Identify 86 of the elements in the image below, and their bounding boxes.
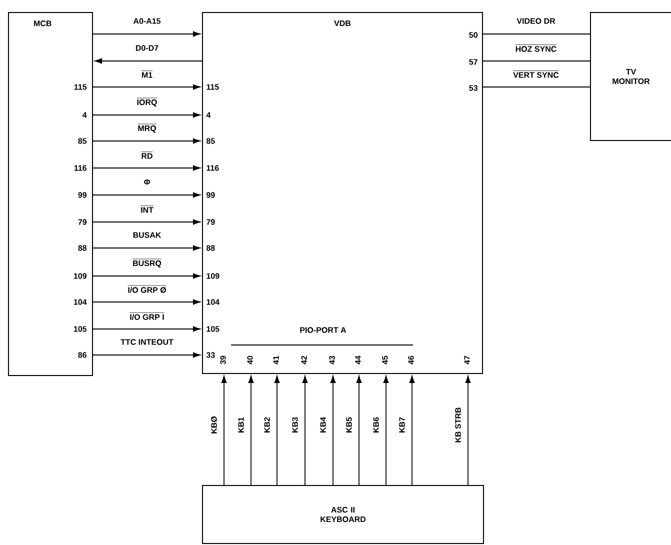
signal-line [221,376,227,486]
keyboard-box: ASC II KEYBOARD [202,485,484,544]
pin-number: 50 [469,32,478,38]
signal-label: KB2 [264,417,270,432]
signal-label: I/O GRP Ø [127,285,167,294]
signal-line [92,299,200,305]
pin-number: 88 [78,245,87,251]
signal-label: KB1 [238,417,244,432]
pin-number: 42 [301,356,307,364]
pin-number: 4 [82,112,87,118]
pin-number: 79 [78,219,87,225]
signal-line [94,58,202,64]
signal-label: KBØ [210,416,218,434]
signal-line [409,376,415,486]
signal-line [92,165,200,171]
signal-label: VERT SYNC [512,70,560,78]
pin-number: 99 [206,192,215,198]
pin-number: 44 [355,356,361,364]
pin-number: 53 [469,85,478,91]
signal-label: KB6 [373,417,379,432]
signal-line [274,376,280,486]
pin-number: 85 [78,138,87,144]
signal-label: M1 [141,70,153,78]
pin-number: 43 [329,356,335,364]
signal-label: KB5 [346,417,352,432]
signal-line [92,138,200,144]
signal-line [248,376,254,486]
signal-line [92,192,200,198]
pin-number: 88 [206,245,215,251]
pin-number: 85 [206,138,215,144]
signal-label: HOZ SYNC [515,44,557,52]
signal-label: D0-D7 [136,45,158,51]
pin-number: 40 [247,356,253,364]
signal-label: KB4 [320,417,326,432]
signal-label: MRQ [137,124,157,133]
pin-number: 46 [408,356,414,364]
pin-number: 57 [469,59,478,65]
signal-line [356,376,362,486]
signal-label: I/O GRP I [129,312,165,320]
pin-number: 115 [74,84,87,90]
signal-label: RD [141,152,153,159]
signal-line [482,86,590,88]
signal-label: KB7 [399,417,405,432]
pin-number: 47 [464,356,470,364]
pin-number: 105 [206,326,220,332]
signal-line [92,31,200,37]
signal-line [92,112,200,118]
pin-number: 109 [206,273,220,279]
signal-line [302,376,308,486]
pin-number: 39 [220,356,226,364]
signal-line [383,376,389,486]
section-label: PIO-PORT A [300,327,346,333]
signal-label: VIDEO DR [516,18,556,24]
signal-label: INT [140,206,154,213]
signal-line [92,352,200,358]
signal-label: Φ [144,179,150,185]
signal-line [92,84,200,90]
pin-number: 45 [382,356,388,364]
pin-number: 86 [78,352,87,358]
signal-label: TTC INTEOUT [120,339,174,345]
pin-number: 116 [206,165,219,171]
signal-label: KB3 [292,417,298,432]
signal-line [92,219,200,225]
pin-number: 99 [78,192,87,198]
signal-label: BUSRQ [132,258,162,268]
signal-line [92,245,200,251]
signal-line [465,376,471,486]
pin-number: 116 [74,165,87,171]
pin-number: 79 [206,219,215,225]
signal-line [92,273,200,279]
signal-label: A0-A15 [133,18,161,24]
pin-number: 104 [206,299,220,305]
pin-number: 115 [206,84,219,90]
signal-label: IORQ [136,98,158,107]
pin-number: 105 [74,326,87,332]
pin-number: 4 [206,112,211,118]
pin-number: 41 [273,356,279,364]
signal-line [482,60,590,62]
signal-label: KB STRB [455,408,461,442]
signal-line [92,326,200,332]
pin-number: 33 [206,352,215,358]
pin-number: 109 [74,273,87,279]
pin-number: 104 [74,299,87,305]
signal-line [330,376,336,486]
signal-label: BUSAK [133,232,162,238]
monitor-box: TV MONITOR [590,12,671,141]
